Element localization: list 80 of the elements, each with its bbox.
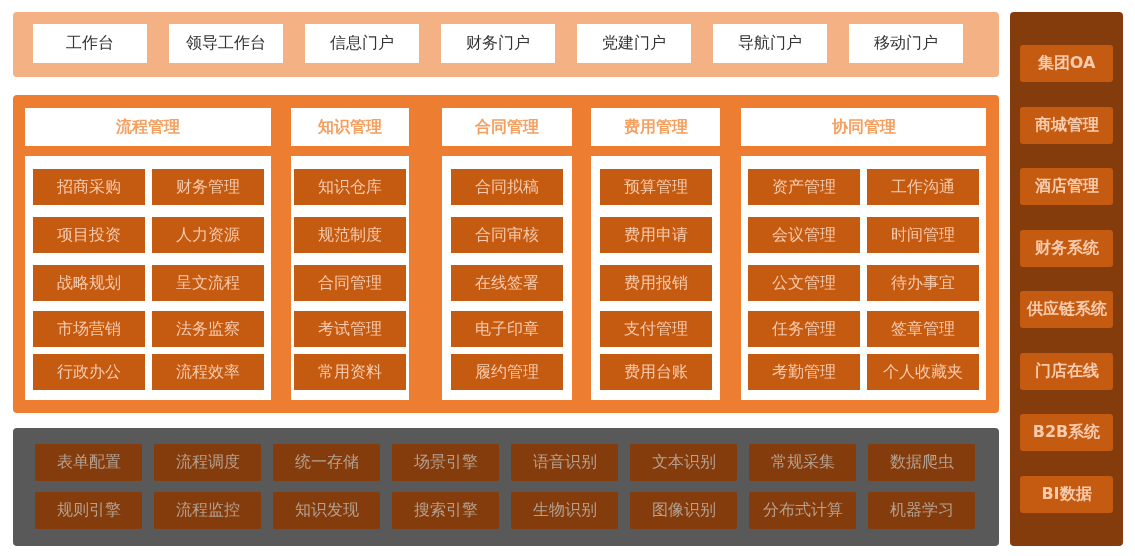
capability-tile: 表单配置 <box>35 444 142 481</box>
module-tile: 考勤管理 <box>748 354 860 390</box>
module-tile: 资产管理 <box>748 169 860 205</box>
capability-tile: 分布式计算 <box>749 492 856 529</box>
module-tile: 费用报销 <box>599 265 712 301</box>
capability-tile: 流程监控 <box>154 492 261 529</box>
portal-tab: 移动门户 <box>849 24 963 63</box>
capability-tile: 场景引擎 <box>392 444 499 481</box>
module-tile: 合同拟稿 <box>451 169 563 205</box>
module-tile: 规范制度 <box>294 217 406 253</box>
module-header: 流程管理 <box>25 108 271 146</box>
capability-tile: 语音识别 <box>511 444 618 481</box>
module-tile: 人力资源 <box>151 217 264 253</box>
module-tile: 财务管理 <box>151 169 264 205</box>
module-card <box>25 156 271 400</box>
portal-tab: 信息门户 <box>305 24 419 63</box>
module-tile: 工作沟通 <box>867 169 979 205</box>
capability-tile: 搜索引擎 <box>392 492 499 529</box>
module-tile: 费用申请 <box>599 217 712 253</box>
module-tile: 履约管理 <box>451 354 563 390</box>
module-card <box>442 156 572 400</box>
system-tile: 供应链系统 <box>1020 291 1113 328</box>
module-tile: 个人收藏夹 <box>867 354 979 390</box>
system-sidebar <box>1010 12 1123 546</box>
module-tile: 在线签署 <box>451 265 563 301</box>
portal-tab: 导航门户 <box>713 24 827 63</box>
portal-tab: 党建门户 <box>577 24 691 63</box>
portal-band <box>13 12 999 77</box>
module-tile: 招商采购 <box>32 169 145 205</box>
module-header: 费用管理 <box>591 108 720 146</box>
module-header: 知识管理 <box>291 108 409 146</box>
capability-tile: 图像识别 <box>630 492 737 529</box>
portal-tab: 工作台 <box>33 24 147 63</box>
capability-tile: 文本识别 <box>630 444 737 481</box>
module-tile: 市场营销 <box>32 311 145 347</box>
module-tile: 电子印章 <box>451 311 563 347</box>
system-tile: 财务系统 <box>1020 229 1113 267</box>
capability-tile: 生物识别 <box>511 492 618 529</box>
module-tile: 合同审核 <box>451 217 563 253</box>
capability-tile: 统一存储 <box>273 444 380 481</box>
module-tile: 预算管理 <box>599 169 712 205</box>
module-tile: 流程效率 <box>151 354 264 390</box>
module-tile: 项目投资 <box>32 217 145 253</box>
system-tile: 商城管理 <box>1020 106 1113 144</box>
capability-tile: 规则引擎 <box>35 492 142 529</box>
module-card <box>741 156 986 400</box>
module-card <box>591 156 720 400</box>
portal-tab: 财务门户 <box>441 24 555 63</box>
module-tile: 考试管理 <box>294 311 406 347</box>
portal-tab: 领导工作台 <box>169 24 283 63</box>
module-tile: 时间管理 <box>867 217 979 253</box>
module-tile: 战略规划 <box>32 265 145 301</box>
module-tile: 支付管理 <box>599 311 712 347</box>
module-header: 合同管理 <box>442 108 572 146</box>
capability-tile: 数据爬虫 <box>868 444 975 481</box>
module-tile: 会议管理 <box>748 217 860 253</box>
system-tile: 集团OA <box>1020 45 1113 82</box>
module-tile: 合同管理 <box>294 265 406 301</box>
module-tile: 任务管理 <box>748 311 860 347</box>
system-tile: 门店在线 <box>1020 352 1113 390</box>
platform-band <box>13 428 999 546</box>
system-tile: BI数据 <box>1020 475 1113 513</box>
module-tile: 呈文流程 <box>151 265 264 301</box>
module-tile: 法务监察 <box>151 311 264 347</box>
system-tile: 酒店管理 <box>1020 168 1113 205</box>
module-band <box>13 95 999 413</box>
capability-tile: 机器学习 <box>868 492 975 529</box>
system-tile: B2B系统 <box>1020 414 1113 451</box>
module-card <box>291 156 409 400</box>
module-tile: 费用台账 <box>599 354 712 390</box>
module-tile: 待办事宜 <box>867 265 979 301</box>
module-tile: 常用资料 <box>294 354 406 390</box>
module-tile: 签章管理 <box>867 311 979 347</box>
capability-tile: 流程调度 <box>154 444 261 481</box>
capability-tile: 知识发现 <box>273 492 380 529</box>
module-tile: 知识仓库 <box>294 169 406 205</box>
module-header: 协同管理 <box>741 108 986 146</box>
module-tile: 行政办公 <box>32 354 145 390</box>
module-tile: 公文管理 <box>748 265 860 301</box>
capability-tile: 常规采集 <box>749 444 856 481</box>
